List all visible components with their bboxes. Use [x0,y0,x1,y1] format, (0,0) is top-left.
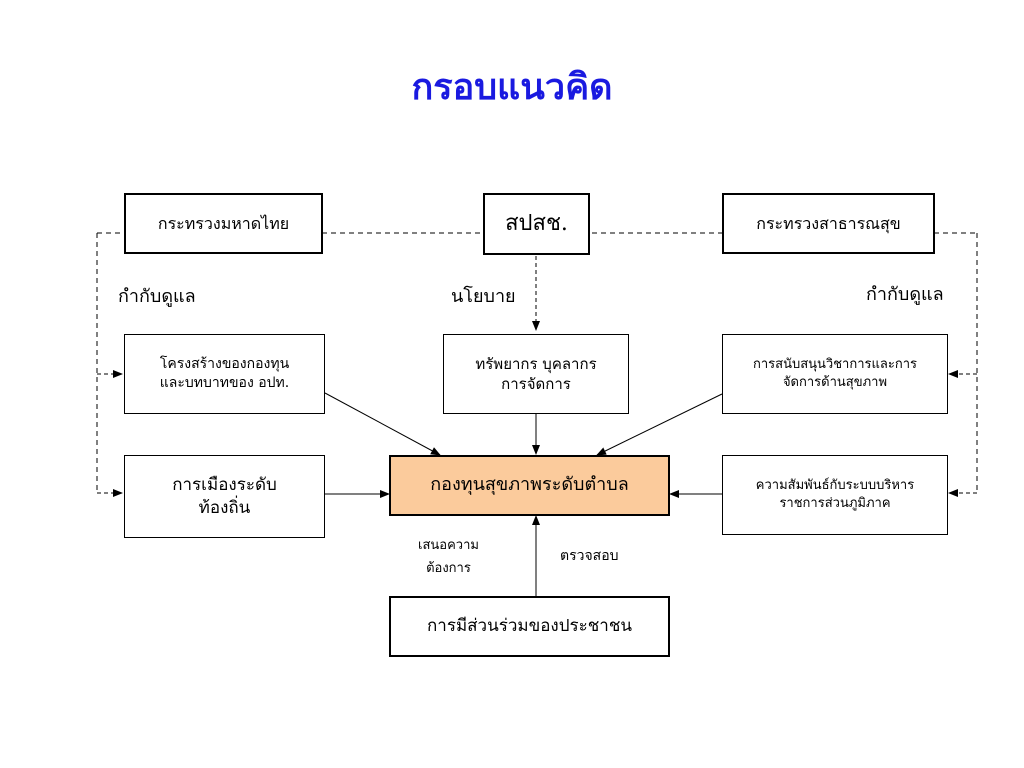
box-nhso-label: สปสช. [505,211,568,237]
box-fund-structure-line1: โครงสร้างของกองทุน [159,356,290,373]
label-supervise-left: กำกับดูแล [118,286,196,307]
box-ministry-of-public-health-label: กระทรวงสาธารณสุข [756,213,901,233]
box-public-participation-label: การมีส่วนร่วมของประชาชน [426,616,633,637]
box-ministry-of-public-health: กระทรวงสาธารณสุข [722,193,935,254]
arrow-structure-to-fund [324,392,441,456]
box-regional-administration: ความสัมพันธ์กับระบบบริหาร ราชการส่วนภูมิ… [722,455,948,535]
box-resources: ทรัพยากร บุคลากร การจัดการ [443,334,629,414]
box-tambon-health-fund: กองทุนสุขภาพระดับตำบล [389,455,670,516]
page-title: กรอบแนวคิด [411,67,613,108]
arrow-academic-to-fund [596,393,723,456]
label-propose-needs-line1: เสนอความ [418,538,479,553]
label-propose-needs: เสนอความ ต้องการ [418,534,479,581]
box-resources-line1: ทรัพยากร บุคลากร [475,354,597,373]
box-local-politics-line1: การเมืองระดับ [172,474,277,495]
box-tambon-health-fund-label: กองทุนสุขภาพระดับตำบล [430,474,629,496]
box-academic-support-line1: การสนับสนุนวิชาการและการ [753,357,917,373]
box-local-politics-line2: ท้องถิ่น [198,497,251,518]
box-regional-administration-line1: ความสัมพันธ์กับระบบบริหาร [755,478,915,494]
box-resources-line2: การจัดการ [501,375,571,393]
label-inspect: ตรวจสอบ [560,548,619,564]
label-supervise-right: กำกับดูแล [866,284,944,305]
label-policy: นโยบาย [451,286,516,307]
box-public-participation: การมีส่วนร่วมของประชาชน [389,596,670,657]
box-local-politics: การเมืองระดับ ท้องถิ่น [124,455,325,538]
box-academic-support-line2: จัดการด้านสุขภาพ [782,375,888,390]
box-ministry-of-interior-label: กระทรวงมหาดไทย [157,213,290,233]
box-academic-support: การสนับสนุนวิชาการและการ จัดการด้านสุขภา… [722,334,948,414]
box-ministry-of-interior: กระทรวงมหาดไทย [124,193,323,254]
label-propose-needs-line2: ต้องการ [426,561,471,577]
box-nhso: สปสช. [483,193,590,255]
box-fund-structure-line2: และบทบาทของ อปท. [159,375,290,391]
box-fund-structure: โครงสร้างของกองทุน และบทบาทของ อปท. [124,334,325,414]
box-regional-administration-line2: ราชการส่วนภูมิภาค [779,496,891,511]
